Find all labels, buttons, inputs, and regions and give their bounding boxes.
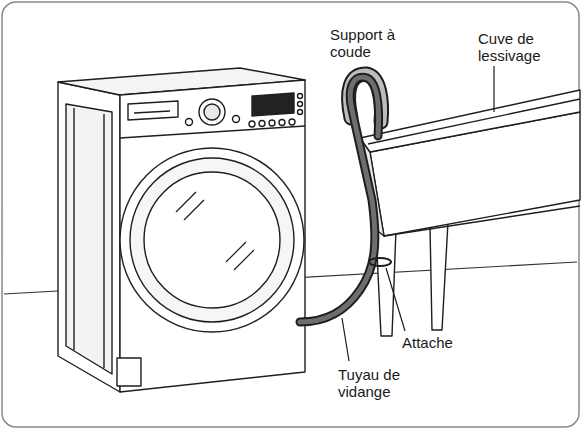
hose-tie (369, 258, 391, 266)
buttons-part (279, 120, 285, 126)
side-groove (73, 108, 74, 350)
side-recess (66, 104, 112, 374)
panel-edge (120, 126, 305, 138)
part-label: Tuyau de vidange (338, 366, 416, 400)
leader-lines (342, 66, 494, 361)
glass-reflection-part (184, 200, 204, 220)
buttons-part (298, 110, 303, 115)
buttons-part (298, 102, 303, 107)
leader-line (386, 268, 405, 331)
machine-front (120, 80, 305, 392)
display (252, 93, 294, 116)
tub-underside (384, 206, 580, 236)
buttons-part (298, 94, 303, 99)
part-label: Attache (402, 334, 482, 351)
hose-body (300, 77, 379, 322)
part-label: Cuve de lessivage (478, 30, 568, 64)
buttons-part (289, 119, 295, 125)
tub-leg (430, 222, 448, 330)
side-groove (103, 114, 104, 368)
door-ring (120, 148, 304, 332)
buttons-part (259, 121, 265, 127)
program-knob (199, 99, 225, 125)
glass-reflection-part (176, 192, 196, 212)
buttons-part (233, 116, 240, 123)
hose-outline (300, 77, 379, 322)
door-glass (144, 172, 280, 308)
glass-reflection-part (226, 242, 246, 262)
drain-hose (300, 74, 391, 322)
buttons-part (249, 121, 255, 127)
buttons (186, 94, 303, 128)
glass-reflection-part (234, 250, 254, 270)
buttons-part (186, 119, 193, 126)
door-rim (130, 158, 294, 322)
glass-reflection (176, 192, 254, 270)
tub-rim (360, 90, 580, 152)
leader-line (342, 318, 349, 361)
filter-door (117, 358, 141, 386)
buttons-part (269, 120, 275, 126)
part-label: Support à coude (330, 26, 418, 60)
detergent-drawer (128, 101, 178, 120)
drawer-handle (134, 111, 170, 113)
leader-line (493, 66, 494, 112)
tub-inner-edge (368, 99, 580, 144)
laundry-tub (360, 90, 580, 336)
program-knob-center (204, 104, 220, 120)
machine-side (58, 82, 120, 392)
washing-machine (58, 68, 305, 392)
